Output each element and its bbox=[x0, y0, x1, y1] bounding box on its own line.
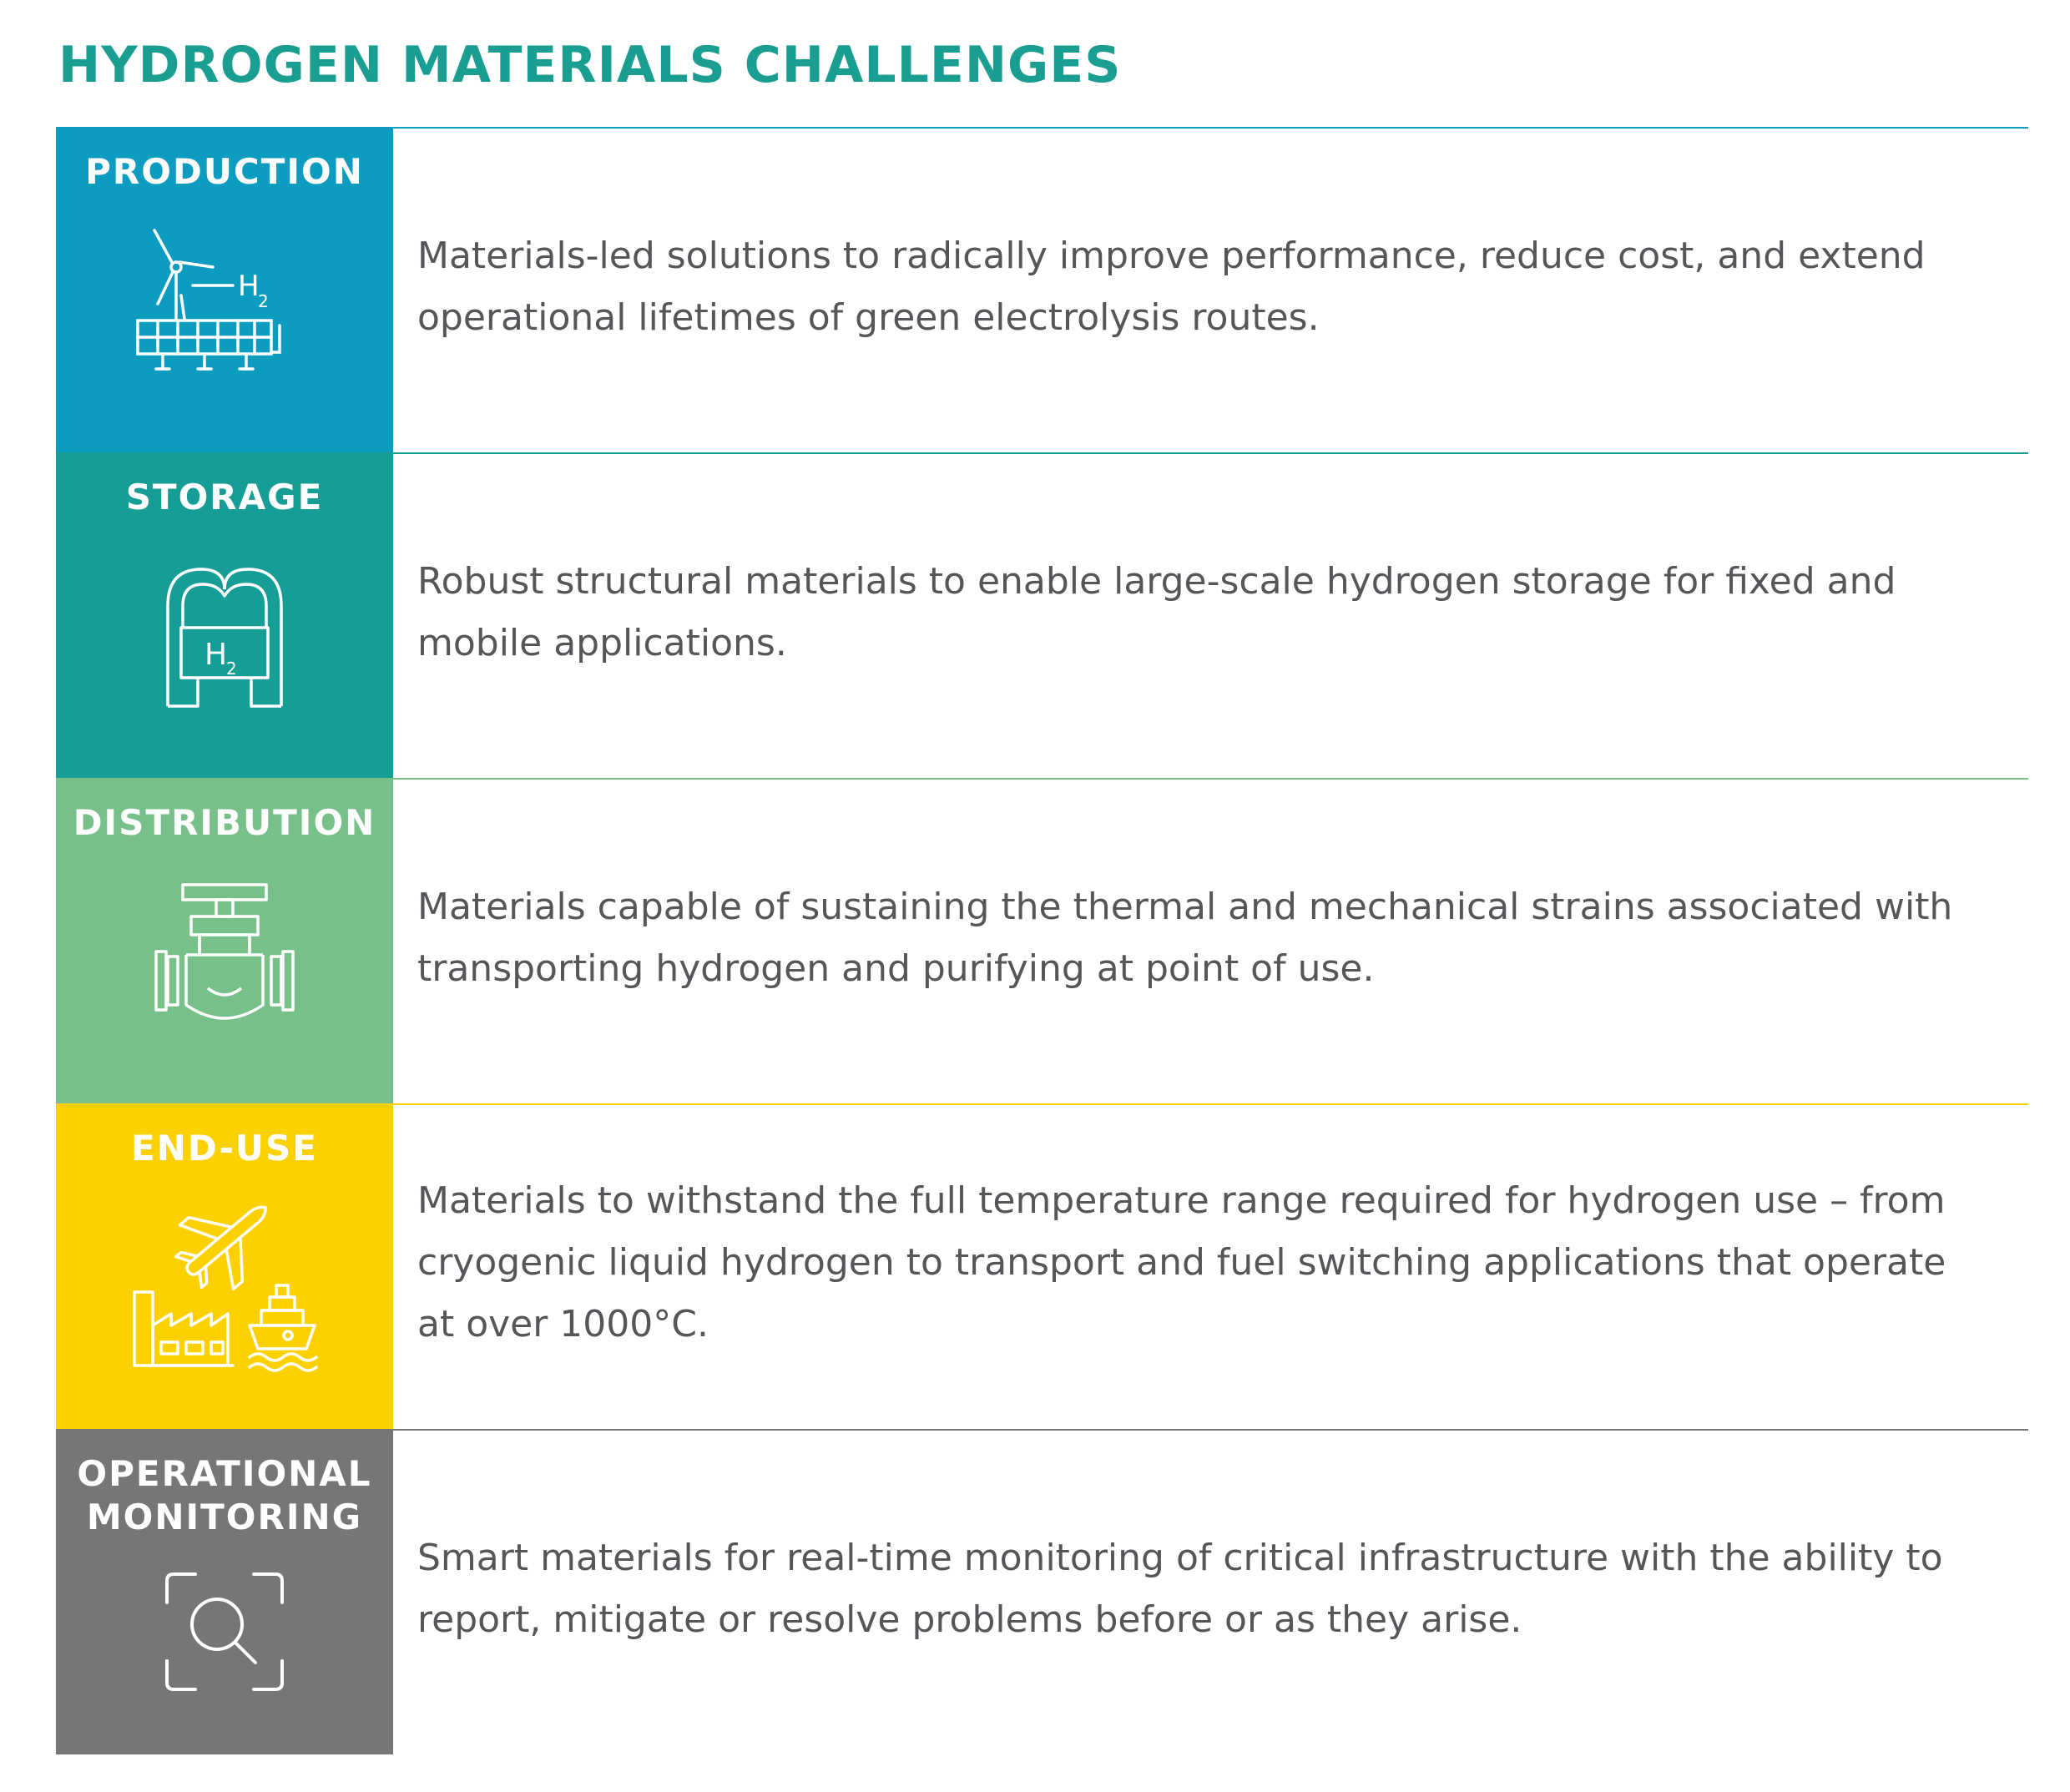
label-monitoring: MONITORING bbox=[86, 1497, 363, 1537]
challenges-table: PRODUCTION H 2 bbox=[56, 127, 2028, 1754]
label-production: PRODUCTION bbox=[85, 151, 364, 192]
hydrogen-tank-icon: H 2 bbox=[56, 553, 393, 719]
desc-cell-distribution: Materials capable of sustaining the ther… bbox=[393, 778, 2028, 1103]
wind-solar-h2-icon: H 2 bbox=[56, 227, 393, 394]
label-cell-production: PRODUCTION H 2 bbox=[56, 127, 393, 452]
desc-cell-storage: Robust structural materials to enable la… bbox=[393, 452, 2028, 778]
label-cell-distribution: DISTRIBUTION bbox=[56, 778, 393, 1103]
label-storage: STORAGE bbox=[125, 477, 324, 517]
description-production: Materials-led solutions to radically imp… bbox=[417, 235, 1926, 339]
label-cell-operational-monitoring: OPERATIONAL MONITORING bbox=[56, 1429, 393, 1754]
svg-text:2: 2 bbox=[226, 659, 237, 679]
label-distribution: DISTRIBUTION bbox=[73, 802, 376, 843]
svg-text:2: 2 bbox=[258, 291, 269, 311]
label-cell-end-use: END-USE bbox=[56, 1103, 393, 1429]
desc-cell-production: Materials-led solutions to radically imp… bbox=[393, 127, 2028, 452]
svg-text:H: H bbox=[238, 270, 260, 303]
row-storage: STORAGE H 2 Robust str bbox=[56, 452, 2028, 778]
description-operational-monitoring: Smart materials for real-time monitoring… bbox=[417, 1537, 1943, 1641]
row-end-use: END-USE bbox=[56, 1103, 2028, 1429]
row-production: PRODUCTION H 2 bbox=[56, 127, 2028, 452]
row-distribution: DISTRIBUTION bbox=[56, 778, 2028, 1103]
desc-cell-end-use: Materials to withstand the full temperat… bbox=[393, 1103, 2028, 1429]
label-cell-storage: STORAGE H 2 bbox=[56, 452, 393, 778]
description-end-use: Materials to withstand the full temperat… bbox=[417, 1179, 1946, 1345]
page-title: HYDROGEN MATERIALS CHALLENGES bbox=[58, 36, 1122, 94]
label-end-use: END-USE bbox=[131, 1128, 318, 1169]
pipeline-valve-icon bbox=[56, 880, 393, 1022]
row-operational-monitoring: OPERATIONAL MONITORING Smart materials f… bbox=[56, 1429, 2028, 1754]
label-operational: OPERATIONAL bbox=[77, 1453, 372, 1494]
description-distribution: Materials capable of sustaining the ther… bbox=[417, 886, 1953, 990]
svg-text:H: H bbox=[204, 638, 227, 672]
magnifier-scan-icon bbox=[56, 1569, 393, 1694]
desc-cell-operational-monitoring: Smart materials for real-time monitoring… bbox=[393, 1429, 2028, 1754]
plane-factory-ship-icon bbox=[56, 1200, 393, 1376]
description-storage: Robust structural materials to enable la… bbox=[417, 560, 1896, 664]
